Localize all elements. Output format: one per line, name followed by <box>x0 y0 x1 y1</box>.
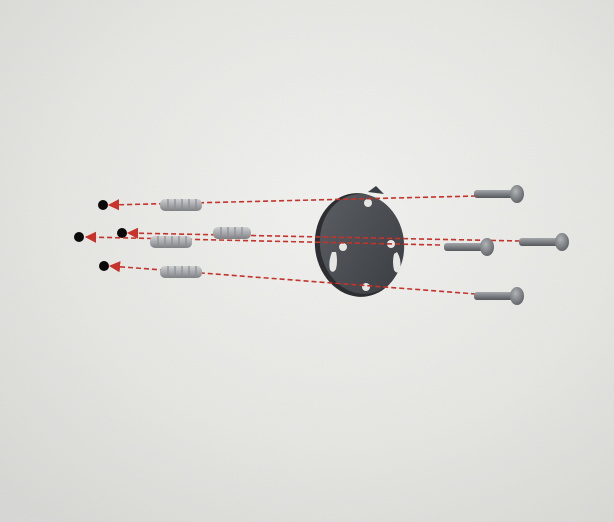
drill-hole-3 <box>117 228 127 238</box>
drill-hole-4 <box>99 261 109 271</box>
mounting-plate-hole-top <box>364 199 372 207</box>
wall-anchor-2 <box>150 236 192 248</box>
wall-anchor-3 <box>213 227 251 239</box>
drill-hole-1 <box>98 200 108 210</box>
mounting-plate-hole-bottom <box>362 283 370 291</box>
drill-hole-2 <box>74 232 84 242</box>
wall-anchor-4 <box>160 266 202 278</box>
wall-anchor-1 <box>160 199 202 211</box>
mounting-plate-hole-left <box>339 243 347 251</box>
